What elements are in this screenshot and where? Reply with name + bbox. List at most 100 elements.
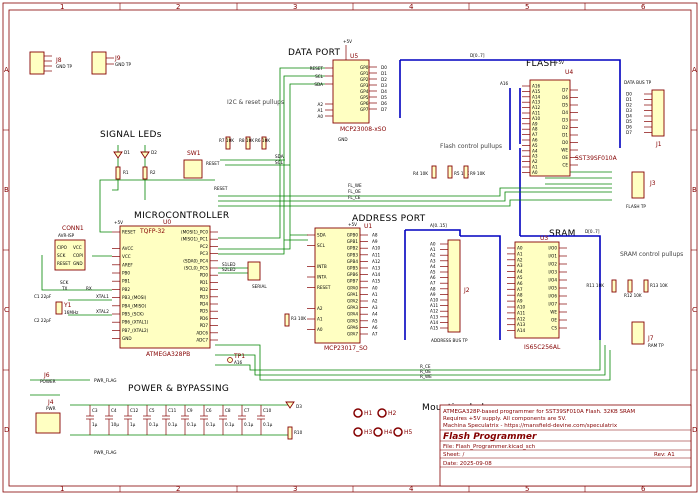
u5-pin-reset: RESET <box>310 66 324 71</box>
u3-left-pin-0: A0 <box>517 246 523 251</box>
u1-value: MCP23017_SO <box>324 345 368 352</box>
sram-pullups: R11 10K R12 10K R13 10K <box>586 279 668 298</box>
j1-net-5: D5 <box>626 119 632 124</box>
u4-left-pin-15: A1 <box>532 165 538 170</box>
j7-value: RAM TP <box>648 343 664 348</box>
u4-left-pin-1: A15 <box>532 89 541 94</box>
u1-net-13: A5 <box>372 318 378 323</box>
u3-left-pin-11: A11 <box>517 310 526 315</box>
frame-row-c: C <box>4 306 9 314</box>
serial-label: SERIAL <box>252 284 267 289</box>
j3-ref: J3 <box>649 180 656 187</box>
cap-value-9: 0.1µ <box>263 422 273 427</box>
u0-left-pin-6: PB1 <box>122 279 130 284</box>
connector-j8: J8 GND TP <box>29 51 72 75</box>
c2-label: C2 22pF <box>34 318 52 323</box>
u5-net-d1: D1 <box>381 71 387 76</box>
u0-left-pin-12: PB7_(XTAL2) <box>122 328 149 333</box>
u1-net-15: A7 <box>372 332 378 337</box>
u1-right-pin-0: GPB0 <box>347 233 359 238</box>
note-i2c-pullups: I2C & reset pullups <box>227 99 284 106</box>
u0-right-pins: (MOSI1)_PC0(MISO1)_PC1PC2PC3(SDA0)_PC4(S… <box>181 230 218 343</box>
u0-right-pin-1: (MISO1)_PC1 <box>181 237 208 242</box>
flash-pullups: R4 10K R5 10K R9 10K FL_WE FL_OE FL_CE <box>348 165 485 200</box>
section-power: POWER & BYPASSING <box>128 384 229 394</box>
j2-net-8: A8 <box>430 286 436 291</box>
u3-left-pin-6: A6 <box>517 281 523 286</box>
crystal-y1: Y1 16MHz C1 22pF C2 22pF XTAL1 XTAL2 <box>34 294 109 323</box>
u3-right-pin-8: WE <box>550 310 557 315</box>
c1-label: C1 22pF <box>34 294 52 299</box>
frame-col-4-bottom: 4 <box>409 485 414 493</box>
bypass-capacitors: C31µC410µC121µC50.1µC110.1µC90.1µC60.1µC… <box>86 405 273 435</box>
u4-vcc: +5V <box>555 60 564 65</box>
u0-left-pin-9: PB4_(MISO) <box>122 303 147 308</box>
u1-left-pin-4: INTA <box>317 275 327 280</box>
j7-ref: J7 <box>647 335 654 342</box>
u3-left-pin-5: A5 <box>517 275 523 280</box>
u1-right-pin-4: GPB4 <box>347 259 359 264</box>
chip-u3: U3 IS65C256AL A0A1A2A3A4A5A6A7A8A9A10A11… <box>507 235 567 351</box>
tb-title: Flash Programmer <box>443 432 537 442</box>
frame-row-b: B <box>4 186 9 194</box>
j2-net-12: A12 <box>430 309 439 314</box>
j1-net-2: D2 <box>626 103 632 108</box>
u0-right-pin-14: ADC6 <box>196 330 208 335</box>
u5-pin-gp3: GP3 <box>360 83 369 88</box>
u4-right-pin-2: D5 <box>562 103 568 108</box>
u1-net-6: A14 <box>372 272 381 277</box>
tb-description: ATMEGA328P-based programmer for SST39SF0… <box>443 409 635 415</box>
u1-right-pin-11: GPA3 <box>347 305 358 310</box>
hole-h1: H1 <box>364 410 373 417</box>
u4-right-pin-6: D1 <box>562 133 568 138</box>
cap-value-1: 10µ <box>111 422 119 427</box>
mounting-holes: H1 H2 H3 H4 H5 <box>353 408 413 437</box>
chip-u1: +5V U1 MCP23017_SO SDASCLINTBINTARESETA2… <box>284 222 381 352</box>
u5-pin-gp5: GP5 <box>360 95 369 100</box>
j6-value: POWER <box>40 379 56 384</box>
net-data-bus-sram: D[0..7] <box>585 229 600 234</box>
frame-col-2-bottom: 2 <box>176 485 180 493</box>
tb-requires: Requires +5V supply. All components are … <box>443 416 567 422</box>
u1-net-2: A10 <box>372 246 381 251</box>
j1-net-6: D6 <box>626 125 632 130</box>
u5-net-d2: D2 <box>381 77 387 82</box>
u1-right-pin-3: GPB3 <box>347 252 359 257</box>
cap-ref-0: C3 <box>92 408 98 413</box>
u1-right-pin-1: GPB1 <box>347 239 359 244</box>
u3-left-pin-7: A7 <box>517 287 523 292</box>
u4-left-pin-6: A10 <box>532 116 541 121</box>
u1-right-pin-8: GPA0 <box>347 285 358 290</box>
j2-net-13: A13 <box>430 314 439 319</box>
u1-net-7: A15 <box>372 279 381 284</box>
j2-net-7: A7 <box>430 281 436 286</box>
u3-left-pin-12: A12 <box>517 316 526 321</box>
hole-h2: H2 <box>388 410 397 417</box>
net-a16: A16 <box>500 81 509 86</box>
r7-label: R7 10K <box>219 138 234 143</box>
pwr-flag-2: PWR_FLAG <box>94 450 117 455</box>
section-signal-leds: SIGNAL LEDs <box>100 130 162 140</box>
u1-right-pin-5: GPB5 <box>347 266 359 271</box>
cap-ref-8: C7 <box>244 408 250 413</box>
u3-right-pin-5: I/O5 <box>548 286 557 291</box>
frame-col-5: 5 <box>525 3 529 11</box>
u5-net-d5: D5 <box>381 95 387 100</box>
u1-right-pin-10: GPA2 <box>347 299 358 304</box>
tb-date: Date: 2025-09-08 <box>443 461 492 467</box>
hole-h5: H5 <box>404 429 413 436</box>
u5-gnd: GND <box>338 137 348 142</box>
j2-net-2: A2 <box>430 253 436 258</box>
u4-left-pin-9: A7 <box>532 132 538 137</box>
frame-col-5-bottom: 5 <box>525 485 529 493</box>
u4-left-pin-0: A16 <box>532 84 541 89</box>
r13-label: R13 10K <box>650 283 668 288</box>
tb-author: Machina Speculatrix - https://mansfield-… <box>443 423 618 429</box>
r11-label: R11 10K <box>586 283 604 288</box>
u3-value: IS65C256AL <box>524 344 561 351</box>
net-sda-label: SDA <box>275 154 284 159</box>
